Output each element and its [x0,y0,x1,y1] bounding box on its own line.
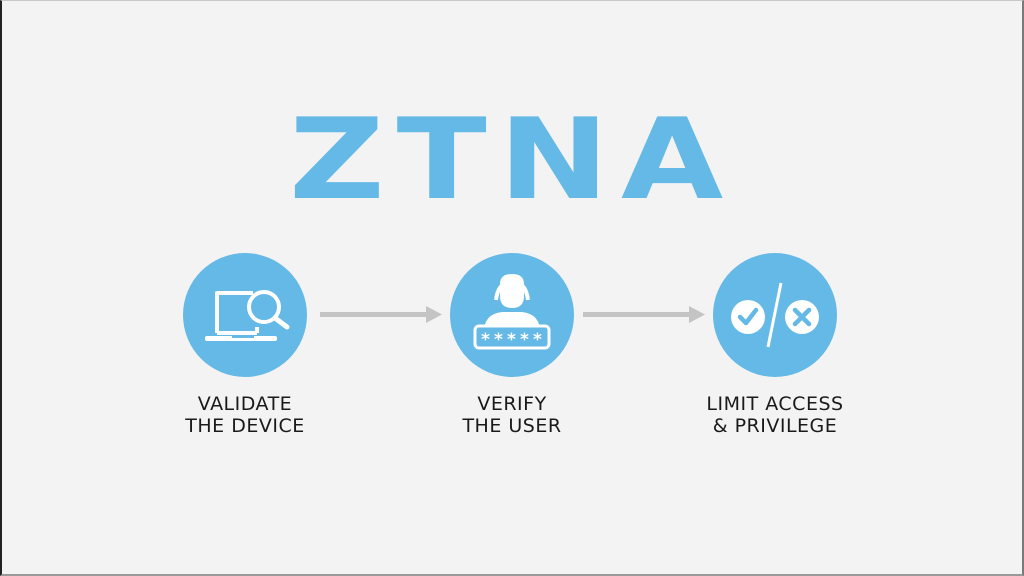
laptop-magnifier-icon [205,290,290,341]
diagram-title: ZTNA [288,95,736,225]
step-label: LIMIT ACCESS & PRIVILEGE [706,393,844,437]
step-verify-user: * * * * * VERIFY THE USER [392,253,632,437]
svg-text:*: * [507,330,516,350]
svg-text:*: * [481,330,490,350]
step-circle: * * * * * [450,253,574,377]
check-slash-x-icon [731,282,819,348]
svg-text:*: * [533,330,542,350]
arrow-right-icon [583,306,705,323]
step-limit-access: LIMIT ACCESS & PRIVILEGE [655,253,895,437]
arrow-right-icon [320,306,442,323]
step-circle [183,253,307,377]
user-password-icon: * * * * * [473,274,551,350]
svg-text:*: * [520,330,529,350]
step-validate-device: VALIDATE THE DEVICE [125,253,365,437]
step-label: VERIFY THE USER [462,393,562,437]
svg-text:*: * [494,330,503,350]
step-circle [713,253,837,377]
step-label: VALIDATE THE DEVICE [185,393,305,437]
